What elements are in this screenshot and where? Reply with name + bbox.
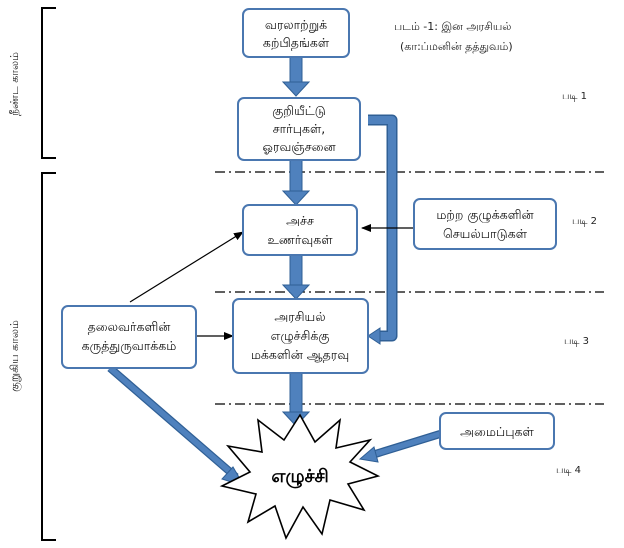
figure-caption-line2: (கா:ப்மனின் தத்துவம்) <box>400 40 513 53</box>
other-groups-line1: மற்ற குழுக்களின் <box>436 207 534 223</box>
bypass-arrowhead <box>367 327 381 345</box>
uprising-burst <box>219 413 381 540</box>
ethnic-bias-line1: குறியீட்டு <box>272 103 326 119</box>
leaders-views-box <box>61 305 197 369</box>
short-term-label: குறுகிய காலம் <box>8 320 23 392</box>
figure-caption-line1: படம் -1: இன அரசியல் <box>394 20 511 33</box>
mass-support-line2: எழுச்சிக்கு <box>271 328 330 344</box>
step-3-label: படி 3 <box>564 336 589 347</box>
historical-grievances-box <box>242 8 350 58</box>
ethnic-bias-box <box>237 97 361 161</box>
thick-arrow-2 <box>281 159 311 206</box>
short-term-bracket <box>41 172 56 541</box>
step-1-label: படி 1 <box>562 91 587 102</box>
leaders-views-line2: கருத்துருவாக்கம் <box>82 338 177 354</box>
fear-box <box>242 204 358 256</box>
other-groups-line2: செயல்பாடுகள் <box>443 226 528 241</box>
organizations-line1: அமைப்புகள் <box>460 424 534 439</box>
step-4-label: படி 4 <box>556 465 581 476</box>
fear-line1: அச்ச <box>286 213 314 228</box>
leaders-views-line1: தலைவர்களின் <box>88 319 172 334</box>
organizations-box <box>439 412 555 450</box>
fear-line2: உணர்வுகள் <box>267 232 333 247</box>
long-term-label: நீண்ட காலம் <box>8 52 21 116</box>
uprising-label: எழுச்சி <box>271 466 328 489</box>
historical-grievances-line1: வரலாற்றுக் <box>265 17 327 33</box>
thick-arrow-1 <box>281 56 311 97</box>
long-term-bracket <box>41 7 56 159</box>
mass-support-line1: அரசியல் <box>274 309 326 324</box>
leaders-to-fear-arrow <box>129 231 244 303</box>
other-groups-box <box>413 198 557 250</box>
step-2-label: படி 2 <box>572 216 597 227</box>
ethnic-bias-line3: ஓரவஞ்சனை <box>262 139 336 155</box>
thick-arrow-3 <box>281 253 311 300</box>
mass-support-box <box>232 298 369 374</box>
historical-grievances-line2: கற்பிதங்கள் <box>263 35 330 50</box>
mass-support-line3: மக்களின் ஆதரவு <box>251 347 349 362</box>
ethnic-bias-line2: சார்புகள், <box>273 121 326 136</box>
thick-arrow-4 <box>281 372 311 427</box>
